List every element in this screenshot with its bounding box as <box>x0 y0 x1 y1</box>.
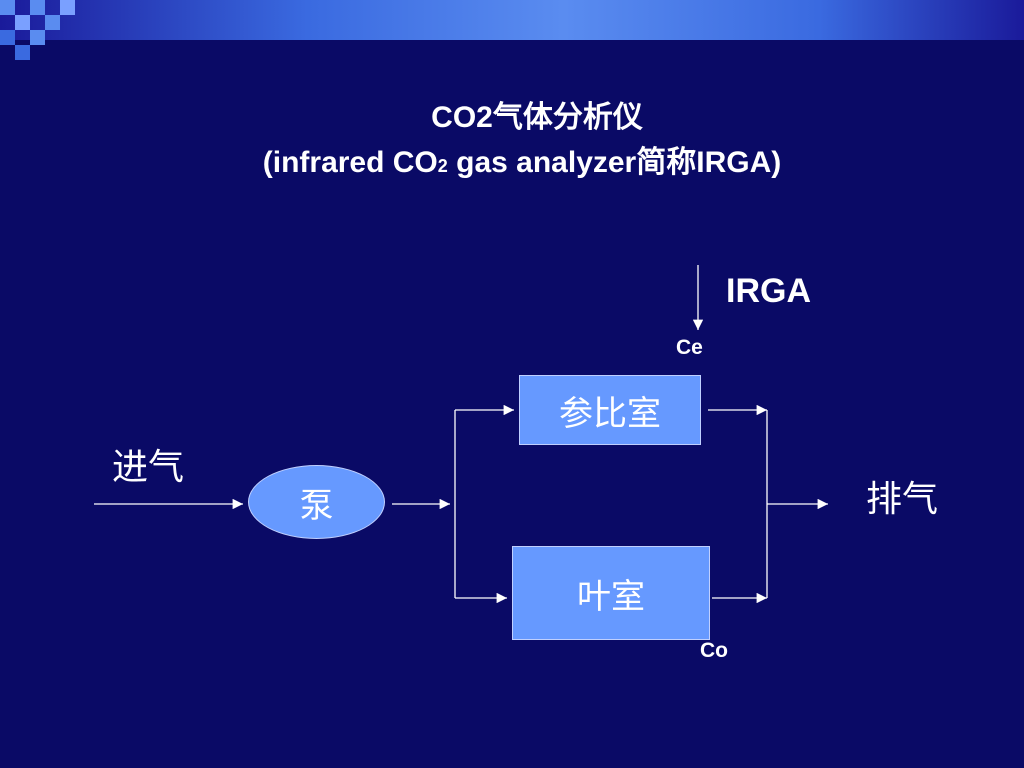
leaf-chamber-label: 叶室 <box>577 577 645 616</box>
subtitle-open: (infrared CO <box>262 146 438 179</box>
slide-subtitle: (infrared CO2 gas analyzer简称IRGA) <box>0 148 1024 178</box>
ce-label: Ce <box>676 336 703 359</box>
irga-label: IRGA <box>726 272 811 310</box>
co-label: Co <box>700 639 728 662</box>
reference-chamber-label: 参比室 <box>559 394 661 433</box>
subtitle-close: gas analyzer简称IRGA) <box>447 146 782 179</box>
reference-chamber-box: 参比室 <box>519 375 701 445</box>
pump-label: 泵 <box>299 486 334 525</box>
outlet-label: 排气 <box>866 478 939 519</box>
header-gradient-bar <box>0 0 1024 46</box>
pump-node: 泵 <box>248 465 385 539</box>
leaf-chamber-box: 叶室 <box>512 546 710 640</box>
inlet-label: 进气 <box>112 446 185 487</box>
subtitle-subscript: 2 <box>437 156 448 176</box>
slide-title: CO2气体分析仪 <box>431 101 643 134</box>
